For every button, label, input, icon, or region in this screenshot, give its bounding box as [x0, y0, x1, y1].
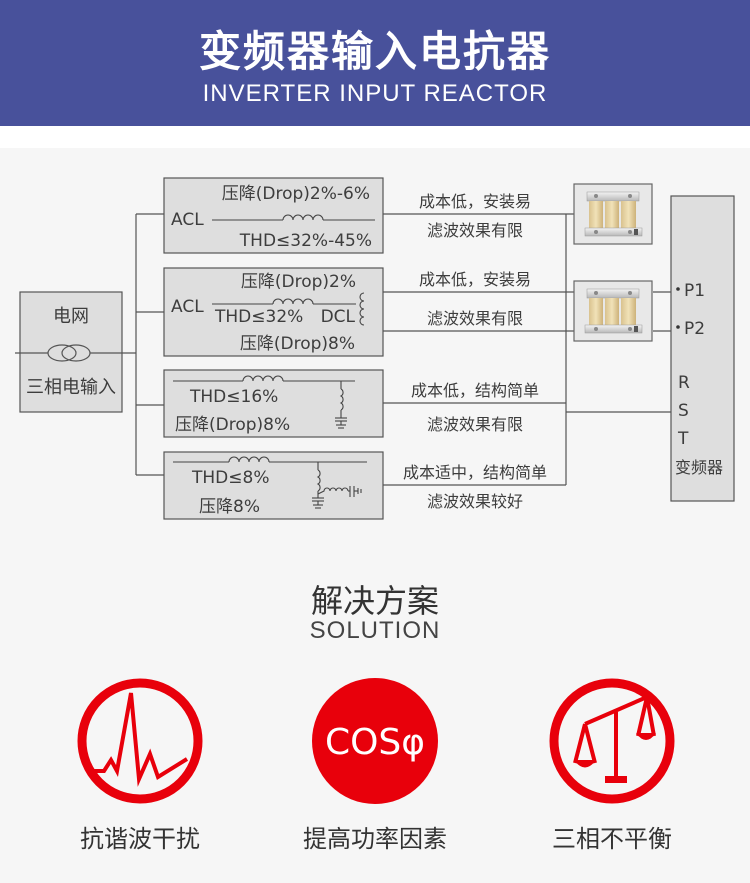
config-2-drop-dc: 压降(Drop)8% — [240, 334, 355, 354]
page-subtitle: INVERTER INPUT REACTOR — [202, 80, 548, 107]
config-2-prefix: ACL — [171, 297, 204, 317]
config-4-drop: 压降8% — [199, 497, 260, 517]
output-lines — [383, 213, 671, 486]
config-1-prefix: ACL — [171, 210, 204, 230]
feature-harmonic-label: 抗谐波干扰 — [80, 825, 200, 853]
config-3-drop: 压降(Drop)8% — [175, 415, 290, 435]
reactor-photo — [573, 280, 653, 342]
inverter-label: 变频器 — [675, 458, 723, 477]
note-2-line1: 成本低，安装易 — [419, 270, 531, 289]
filter-circuit-icon — [173, 375, 355, 429]
config-2-drop: 压降(Drop)2% — [241, 272, 356, 292]
inductor-icon — [212, 214, 375, 221]
solution-subtitle: SOLUTION — [309, 617, 441, 644]
config-active-filter: THD≤8% 压降8% — [163, 451, 384, 520]
terminal-s: S — [678, 401, 689, 421]
grid-label: 电网 — [53, 306, 89, 327]
config-2-dcl-label: DCL — [321, 307, 356, 327]
note-3-line1: 成本低，结构简单 — [411, 381, 539, 400]
note-4-line2: 滤波效果较好 — [427, 492, 523, 511]
config-2-thd: THD≤32% — [214, 307, 303, 327]
balance-scale-icon — [549, 678, 675, 804]
bus-lines — [135, 213, 164, 476]
harmonic-wave-icon — [77, 678, 203, 804]
config-acl-dcl: 压降(Drop)2% ACL THD≤32% DCL 压降(Drop)8% — [163, 267, 384, 357]
terminal-p1: P1 — [684, 281, 705, 301]
feature-phase-balance-label: 三相不平衡 — [552, 825, 672, 853]
feature-power-factor: COSφ 提高功率因素 — [295, 675, 455, 854]
terminal-p2: P2 — [684, 319, 705, 339]
config-1-thd: THD≤32%-45% — [239, 231, 372, 251]
note-4-line1: 成本适中，结构简单 — [403, 463, 547, 482]
config-1-drop: 压降(Drop)2%-6% — [222, 184, 370, 204]
solution-title: 解决方案 — [310, 582, 439, 620]
terminal-t: T — [677, 429, 689, 449]
header-divider — [0, 126, 750, 148]
terminal-r: R — [678, 373, 690, 393]
config-passive-filter: THD≤16% 压降(Drop)8% — [163, 369, 384, 438]
note-1-line1: 成本低，安装易 — [419, 192, 531, 211]
note-2-line2: 滤波效果有限 — [427, 309, 523, 328]
inductor-icon — [212, 298, 356, 305]
reactor-wiring-diagram: 电网 三相电输入 压降(Drop)2%-6% ACL THD≤32%-45% 压… — [15, 177, 735, 520]
page-header: 变频器输入电抗器 INVERTER INPUT REACTOR — [0, 0, 750, 126]
feature-power-factor-label: 提高功率因素 — [303, 825, 447, 853]
page-title: 变频器输入电抗器 — [198, 27, 551, 76]
feature-phase-balance: 三相不平衡 — [532, 675, 692, 854]
feature-harmonic: 抗谐波干扰 — [60, 675, 220, 854]
three-phase-input-label: 三相电输入 — [26, 377, 116, 398]
config-3-thd: THD≤16% — [189, 387, 278, 407]
filter-circuit-icon — [173, 456, 367, 509]
cos-phi-text: COSφ — [325, 722, 425, 763]
cos-phi-icon: COSφ — [312, 678, 438, 804]
reactor-photo — [573, 183, 653, 245]
dc-inductor-icon — [359, 292, 365, 326]
note-1-line2: 滤波效果有限 — [427, 221, 523, 240]
note-3-line2: 滤波效果有限 — [427, 415, 523, 434]
inverter-box: P1 P2 R S T 变频器 — [670, 195, 735, 502]
config-4-thd: THD≤8% — [191, 468, 269, 488]
transformer-icon — [15, 344, 136, 362]
grid-source-box: 电网 三相电输入 — [15, 291, 136, 413]
config-acl: 压降(Drop)2%-6% ACL THD≤32%-45% — [163, 177, 384, 254]
config-notes: 成本低，安装易 滤波效果有限 成本低，安装易 滤波效果有限 成本低，结构简单 滤… — [403, 192, 547, 511]
